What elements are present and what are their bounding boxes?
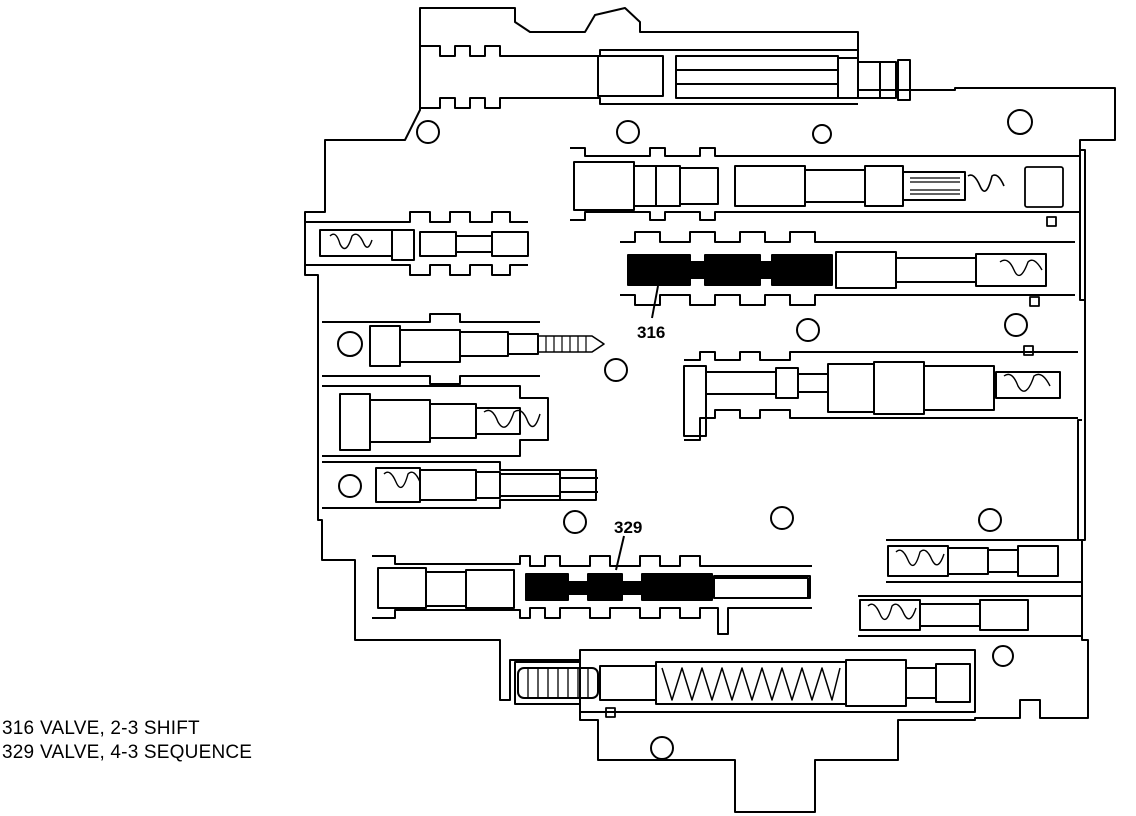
- row3-valve-bore: [620, 231, 1075, 306]
- left-row2-valve-bore: [322, 313, 605, 385]
- row5-valve-bore: [372, 555, 812, 635]
- valve-316-2-3-shift: [627, 254, 833, 286]
- left-top-valve-bore: [305, 211, 529, 276]
- left-row3-valve-bore: [322, 385, 549, 457]
- legend-label: VALVE, 2-3 SHIFT: [40, 718, 200, 739]
- row2-valve-bore: [570, 147, 1080, 221]
- top-valve-bore: [420, 45, 911, 109]
- check-ball-plugs: [605, 166, 1064, 718]
- row4-right-valve-bore: [683, 351, 1078, 441]
- bolt-holes: [337, 109, 1033, 760]
- callout-329: 329: [614, 518, 642, 537]
- legend-number: 316: [2, 718, 35, 739]
- bottom-valve-bore: [514, 649, 976, 713]
- left-row4-valve-bore: [322, 461, 598, 509]
- valve-329-4-3-sequence: [525, 573, 713, 601]
- legend-number: 329: [2, 742, 35, 763]
- valve-body-outline: [304, 7, 1116, 813]
- lower-right-valve-bores: [858, 539, 1082, 637]
- legend-label: VALVE, 4-3 SEQUENCE: [40, 742, 253, 763]
- callout-316: 316: [637, 323, 665, 342]
